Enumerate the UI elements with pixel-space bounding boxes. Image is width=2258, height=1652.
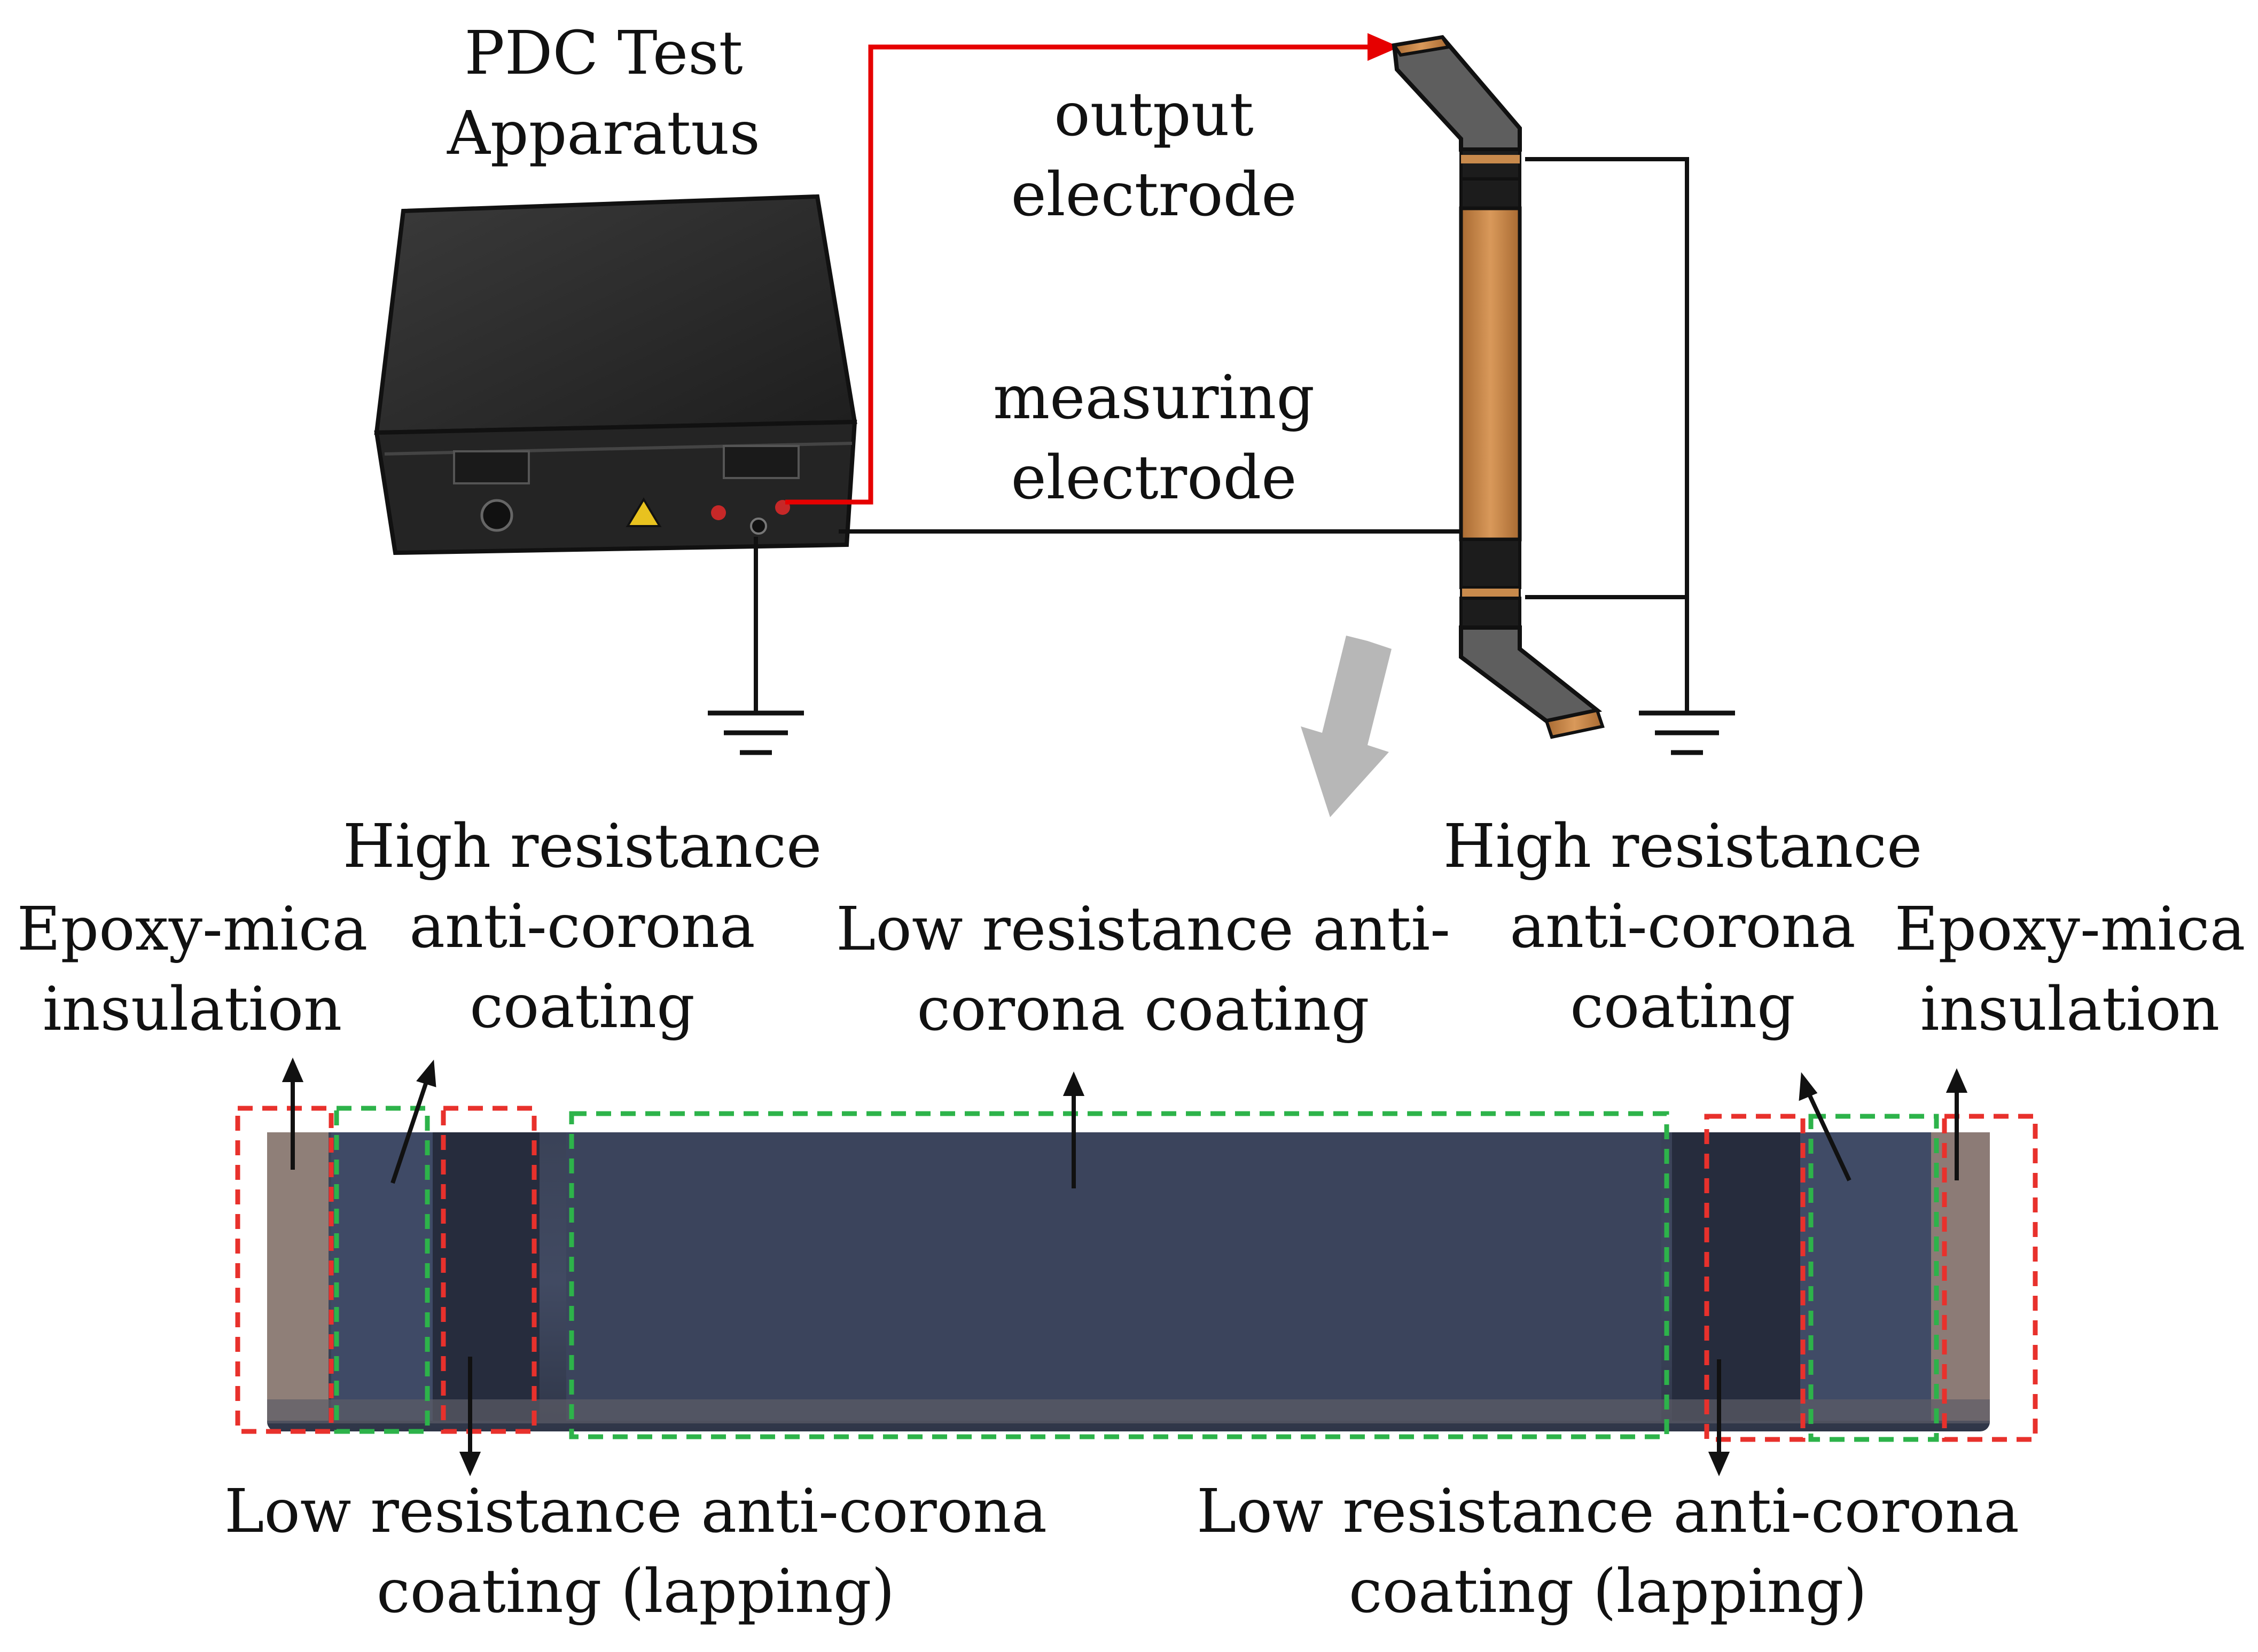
label-line: Epoxy-mica	[17, 895, 368, 964]
label-low-resistance-lapping-left: Low resistance anti-corona coating (lapp…	[203, 1471, 1068, 1632]
guard-ground-wire	[1525, 157, 1689, 713]
label-line: PDC Test	[464, 19, 743, 88]
pointer-arrows	[282, 1058, 1968, 1476]
label-line: Epoxy-mica	[1894, 895, 2246, 964]
label-line: Low resistance anti-	[836, 895, 1450, 964]
label-epoxy-mica-left: Epoxy-mica insulation	[5, 889, 379, 1050]
pdc-apparatus-box	[374, 194, 857, 555]
label-line: electrode	[1011, 160, 1297, 230]
label-line: Apparatus	[447, 99, 760, 168]
label-pdc-apparatus: PDC Test Apparatus	[427, 13, 780, 174]
label-high-resistance-left: High resistance anti-corona coating	[331, 807, 833, 1047]
region-boxes	[235, 1106, 2038, 1442]
label-line: electrode	[1011, 443, 1297, 513]
label-line: Low resistance anti-corona	[224, 1477, 1047, 1546]
label-line: anti-corona	[1510, 892, 1856, 961]
label-line: coating	[470, 972, 695, 1042]
label-line: output	[1054, 80, 1254, 150]
stator-bar-model	[1391, 35, 1605, 739]
label-line: anti-corona	[409, 892, 755, 961]
bar-photo	[267, 1132, 1990, 1431]
label-line: coating (lapping)	[1348, 1557, 1868, 1626]
output-wire	[785, 33, 1400, 505]
label-epoxy-mica-right: Epoxy-mica insulation	[1886, 889, 2254, 1050]
label-line: coating (lapping)	[376, 1557, 895, 1626]
label-line: measuring	[993, 363, 1315, 433]
label-low-resistance-top: Low resistance anti- corona coating	[823, 889, 1464, 1050]
grey-down-arrow-icon	[1301, 636, 1392, 817]
label-high-resistance-right: High resistance anti-corona coating	[1432, 807, 1934, 1047]
label-line: High resistance	[342, 812, 822, 881]
label-output-electrode: output electrode	[983, 75, 1325, 235]
label-line: insulation	[42, 975, 342, 1044]
label-line: High resistance	[1443, 812, 1923, 881]
label-measuring-electrode: measuring electrode	[962, 358, 1346, 518]
label-line: Low resistance anti-corona	[1197, 1477, 2019, 1546]
label-line: coating	[1570, 972, 1795, 1042]
label-line: corona coating	[917, 975, 1370, 1044]
ground-symbol-icon	[708, 710, 804, 755]
label-low-resistance-lapping-right: Low resistance anti-corona coating (lapp…	[1175, 1471, 2041, 1632]
ground-symbol-icon	[1639, 710, 1735, 755]
label-line: insulation	[1920, 975, 2220, 1044]
